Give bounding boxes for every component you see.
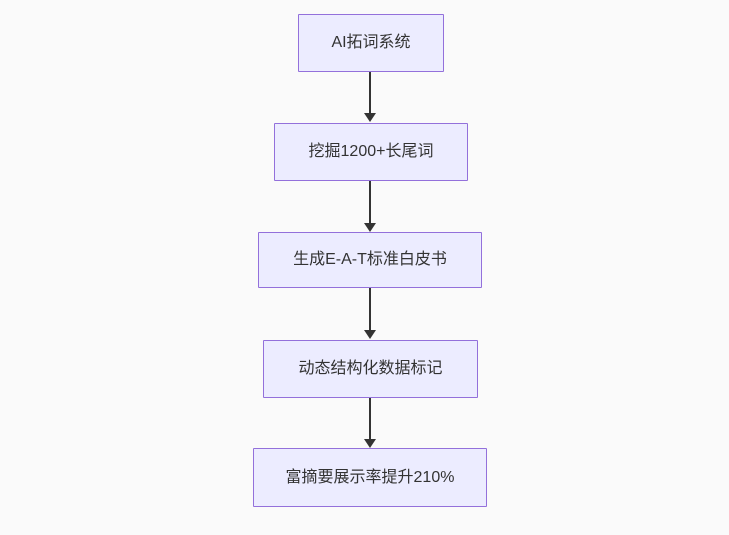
flow-node-label: 富摘要展示率提升210% [285, 468, 455, 486]
arrowhead-down-icon [364, 439, 376, 448]
flow-node-rich-snippet-result: 富摘要展示率提升210% [253, 448, 487, 507]
flow-node-label: 生成E-A-T标准白皮书 [293, 251, 447, 269]
flow-edge-line-4 [369, 398, 371, 439]
flow-node-label: 动态结构化数据标记 [298, 360, 443, 378]
flow-edge-line-3 [369, 288, 371, 330]
arrowhead-down-icon [364, 223, 376, 232]
flow-node-eat-whitepaper: 生成E-A-T标准白皮书 [258, 232, 482, 288]
flow-node-structured-data-markup: 动态结构化数据标记 [263, 340, 478, 398]
flow-node-longtail-mining: 挖掘1200+长尾词 [274, 123, 468, 181]
flow-node-label: 挖掘1200+长尾词 [308, 143, 434, 161]
flow-node-ai-word-system: AI拓词系统 [298, 14, 444, 72]
flow-edge-line-1 [369, 72, 371, 113]
arrowhead-down-icon [364, 113, 376, 122]
flow-edge-line-2 [369, 181, 371, 223]
flow-node-label: AI拓词系统 [331, 34, 411, 52]
arrowhead-down-icon [364, 330, 376, 339]
